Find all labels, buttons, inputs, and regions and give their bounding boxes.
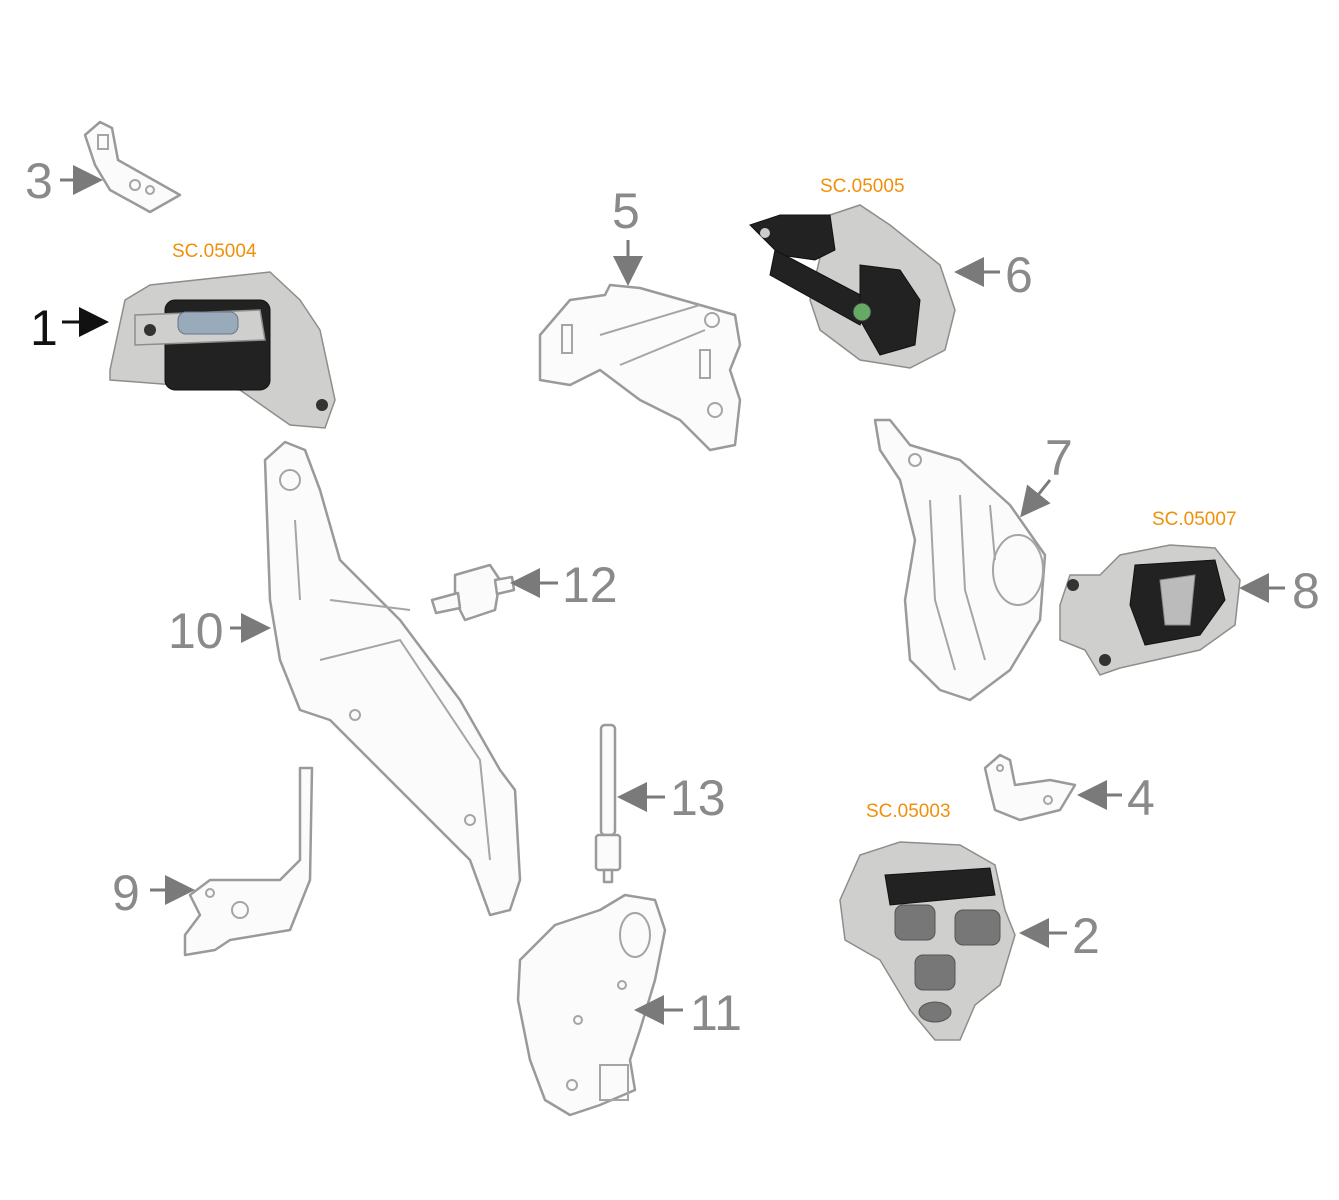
part-12-stud: [430, 563, 516, 622]
part-4-bracket: [983, 753, 1077, 822]
part-9-bracket: [183, 766, 314, 957]
part-13-bolt: [594, 723, 622, 884]
callout-6: 6: [1005, 247, 1033, 303]
callout-3: 3: [25, 153, 53, 209]
part-8-transmission-mount-photo: [1059, 544, 1241, 676]
arrow-7: [1020, 479, 1052, 518]
callout-5: 5: [612, 183, 640, 239]
callout-2: 2: [1072, 908, 1100, 964]
callout-12: 12: [562, 557, 618, 613]
sku-label-part-1: SC.05004: [172, 241, 257, 262]
part-10-bracket: [263, 440, 522, 917]
sku-label-part-8: SC.05007: [1152, 509, 1237, 530]
callout-4: 4: [1127, 770, 1155, 826]
callout-1: 1: [30, 300, 58, 356]
part-6-torque-mount-photo: [749, 204, 956, 369]
part-2-engine-mount-photo: [839, 841, 1016, 1041]
callout-11: 11: [690, 985, 742, 1041]
part-7-bracket: [873, 418, 1047, 702]
callout-7: 7: [1045, 430, 1073, 486]
part-5-bracket: [538, 283, 742, 452]
part-3-bracket: [83, 120, 182, 214]
callout-8: 8: [1292, 563, 1320, 619]
callout-10: 10: [168, 603, 224, 659]
part-1-engine-mount-photo: [109, 271, 336, 429]
sku-label-part-6: SC.05005: [820, 176, 905, 197]
callout-13: 13: [670, 770, 726, 826]
sku-label-part-2: SC.05003: [866, 801, 951, 822]
part-11-bracket: [516, 893, 667, 1117]
callout-9: 9: [112, 865, 140, 921]
